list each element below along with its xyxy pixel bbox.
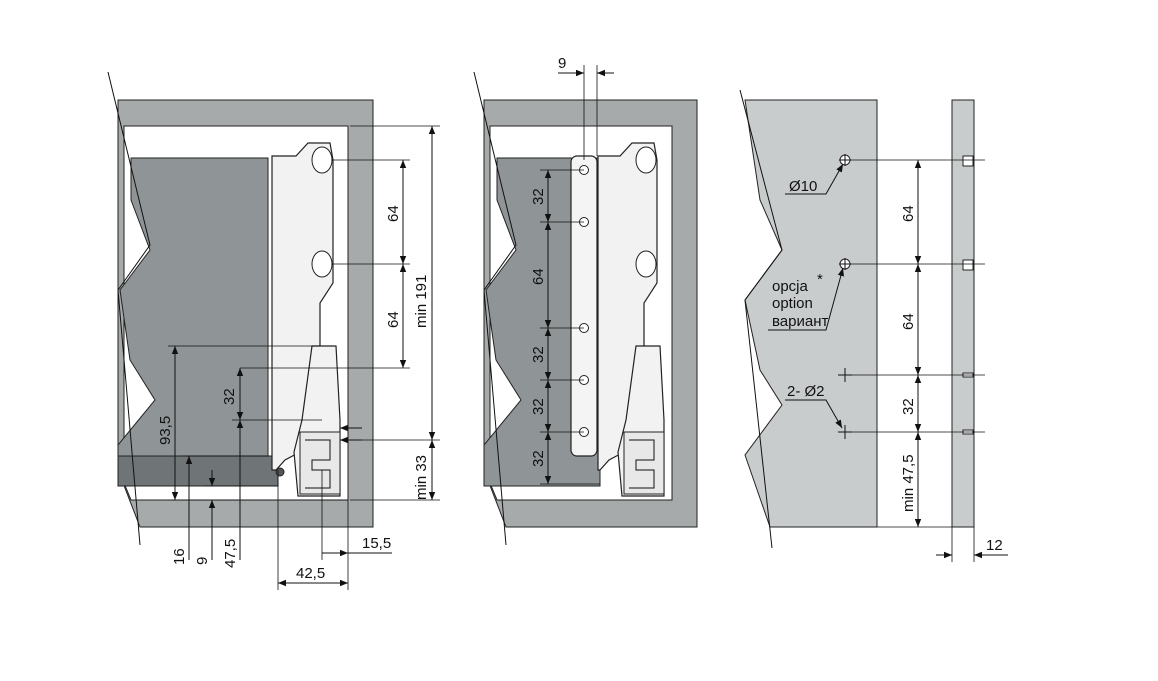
view3-panel-edge	[951, 99, 975, 528]
view1-dim-93-5: 93,5	[157, 416, 174, 445]
view1-bottom-panel	[117, 455, 279, 487]
view1-dim-47-5: 47,5	[222, 539, 239, 568]
view2-dimensions: 9 32 64 32 32 32	[530, 55, 614, 485]
view1-dim-64-top: 64	[385, 205, 402, 222]
view2-dim-32-d: 32	[530, 450, 547, 467]
view2-runner-profile	[629, 439, 655, 489]
view3-break-line	[739, 89, 783, 549]
view3-label-hole2: 2- Ø2	[787, 383, 825, 400]
view1-runner-block	[299, 431, 341, 495]
view3-hole-2-a	[838, 368, 852, 382]
view2-break-line	[473, 71, 517, 546]
view1-dimensions: 64 64 min 191 min 33 93,5 32 16 9 47,5 4…	[157, 125, 440, 590]
view3-label-option-2: option	[772, 295, 813, 312]
view1-hook-bottom	[311, 250, 333, 278]
view2-hook-bottom	[635, 250, 657, 278]
view1-dim-min33: min 33	[413, 455, 430, 500]
view1-dim-32: 32	[221, 388, 238, 405]
view3-dim-min47-5: min 47,5	[900, 454, 917, 512]
view3-label-asterisk: *	[817, 271, 823, 288]
view2-dim-9: 9	[558, 55, 566, 72]
view3-edge-hole-1	[962, 155, 974, 167]
view2-dim-32-b: 32	[530, 346, 547, 363]
view1-hook-top	[311, 146, 333, 174]
view3-label-option-1: opcja	[772, 278, 809, 295]
view1-dim-16: 16	[171, 548, 188, 565]
view3-dim-64-a: 64	[900, 205, 917, 222]
view3-dim-12: 12	[986, 537, 1003, 554]
view1-drawer-front	[117, 157, 269, 457]
view3-dim-32: 32	[900, 398, 917, 415]
view2-front-bracket-plate	[570, 155, 598, 457]
view1-screw	[275, 467, 285, 477]
view3-dim-64-b: 64	[900, 313, 917, 330]
view3-hole-2-b	[838, 425, 852, 439]
view3-front-panel: Ø10 * opcja option вариант 2- Ø2 64	[739, 89, 1008, 562]
view1-dim-15-5: 15,5	[362, 535, 391, 552]
view1-side-section: 64 64 min 191 min 33 93,5 32 16 9 47,5 4…	[107, 71, 440, 590]
view1-dim-min191: min 191	[413, 275, 430, 328]
view3-dimensions: 64 64 32 min 47,5 12	[850, 159, 1008, 562]
view2-runner-block	[623, 431, 665, 495]
view1-runner-profile	[305, 439, 331, 489]
view1-break-line	[107, 71, 151, 546]
view2-dim-32-c: 32	[530, 398, 547, 415]
view3-label-hole10: Ø10	[789, 178, 817, 195]
view2-bracket-section: 9 32 64 32 32 32	[473, 55, 698, 546]
view1-dim-64-bottom: 64	[385, 311, 402, 328]
view2-dim-64: 64	[530, 268, 547, 285]
view1-dim-42-5: 42,5	[296, 565, 325, 582]
view3-panel	[744, 99, 878, 528]
view2-hook-top	[635, 146, 657, 174]
view3-edge-hole-2	[962, 259, 974, 271]
view3-label-option-3: вариант	[772, 313, 828, 330]
view1-dim-9: 9	[194, 557, 211, 565]
view2-dim-32-a: 32	[530, 188, 547, 205]
